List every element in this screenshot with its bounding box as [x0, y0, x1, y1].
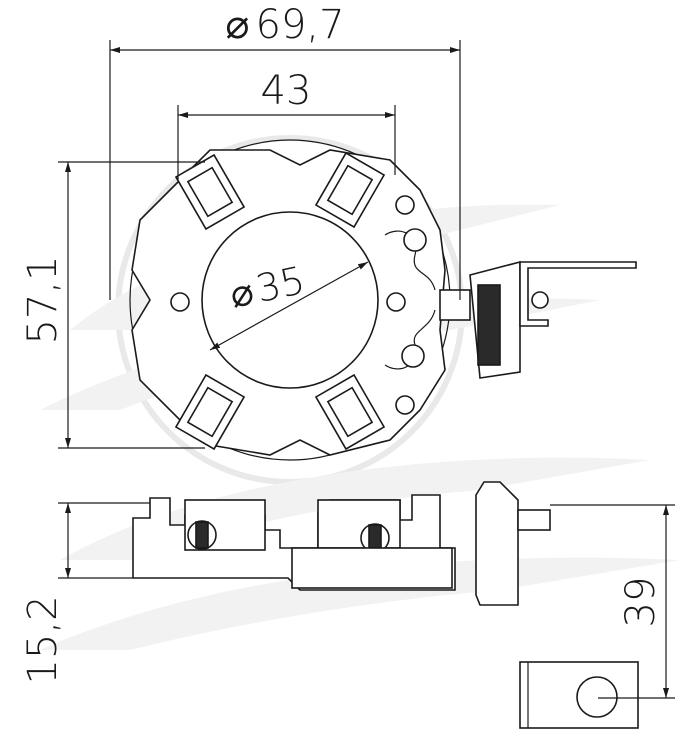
brush-holder-top-left: [174, 153, 246, 231]
side-height-value: 15,2: [20, 595, 66, 684]
spring-right-upper: [384, 230, 436, 291]
dim-height-top: 57,1: [20, 161, 205, 449]
side-view: [132, 481, 639, 729]
mounting-hole-left: [170, 292, 190, 312]
outer-diameter-value: 69,7: [256, 2, 345, 48]
dim-side-height: 15,2: [20, 502, 150, 685]
terminal-bracket-side: [475, 481, 639, 729]
terminal-connector-top: [439, 260, 637, 379]
dim-width-top: 43: [177, 68, 396, 180]
brush-holder-bottom-right: [314, 373, 386, 451]
terminal-height-value: 39: [618, 577, 664, 628]
diameter-symbol-outer: ⌀: [225, 2, 249, 48]
brush-holder-bottom-left: [174, 373, 246, 451]
brush-holder-top-right: [314, 151, 386, 229]
mounting-hole-top: [395, 195, 415, 215]
inner-diameter-value: 35: [252, 258, 308, 311]
dim-terminal-height: 39: [550, 504, 675, 699]
side-clamp-left: [187, 520, 217, 550]
mounting-hole-right: [386, 292, 406, 312]
width-top-value: 43: [261, 68, 312, 114]
side-clamp-right: [360, 523, 390, 553]
height-top-value: 57,1: [20, 255, 66, 344]
svg-text:⌀69,7: ⌀69,7: [225, 2, 344, 48]
mounting-hole-bottom: [395, 395, 415, 415]
dim-outer-diameter: ⌀69,7: [109, 2, 461, 300]
